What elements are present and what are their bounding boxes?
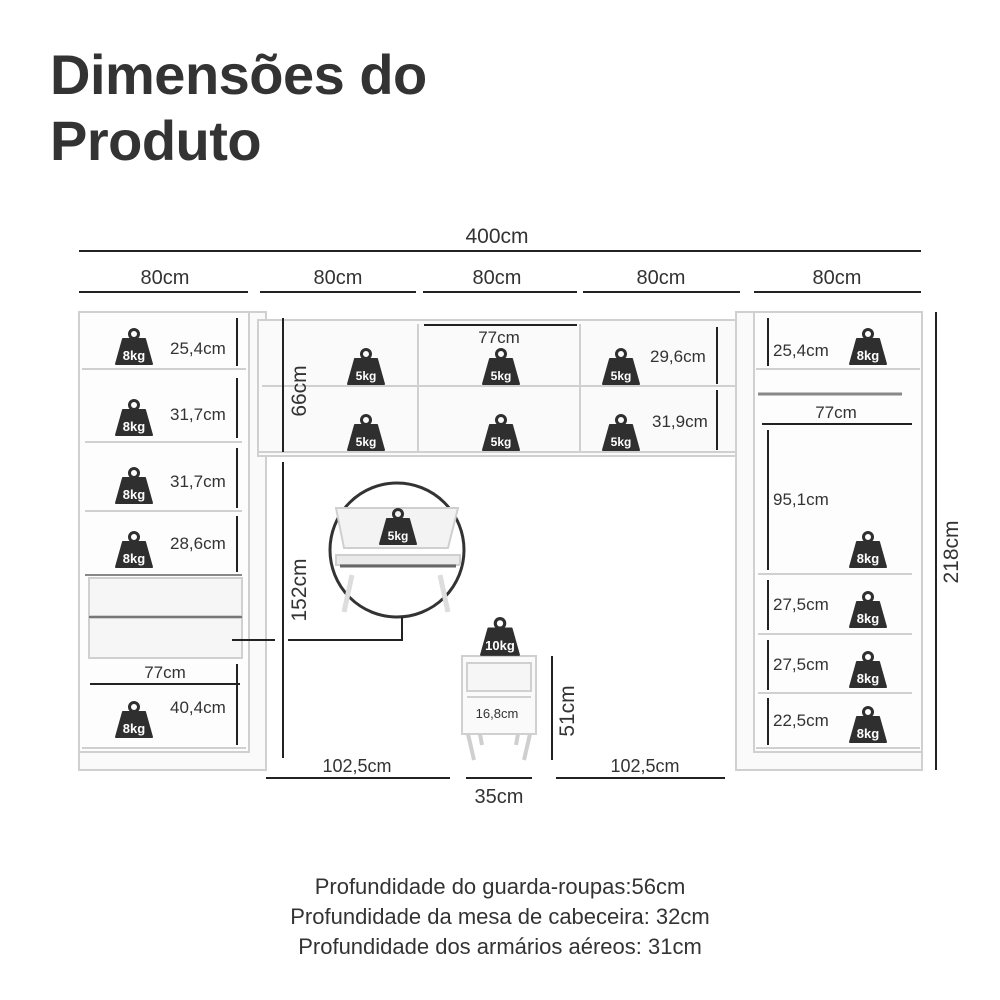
weight-icon: 5kg: [346, 414, 386, 452]
svg-text:5kg: 5kg: [356, 435, 377, 449]
label-module-width: 80cm: [637, 267, 686, 289]
label-right-shelf: 27,5cm: [773, 595, 829, 614]
left-drawer-top: [88, 577, 243, 617]
label-left-shelf: 31,7cm: [170, 472, 226, 491]
svg-text:8kg: 8kg: [857, 551, 879, 566]
svg-text:8kg: 8kg: [123, 487, 145, 502]
title-line-1: Dimensões do: [50, 43, 427, 106]
svg-text:5kg: 5kg: [611, 435, 632, 449]
label-left-bottom-width: 77cm: [144, 663, 186, 682]
depth-notes: Profundidade do guarda-roupas:56cm Profu…: [0, 872, 1000, 962]
label-aerial-height: 66cm: [288, 365, 311, 416]
label-nightstand-drawer: 16,8cm: [476, 706, 519, 721]
label-module-width: 80cm: [473, 267, 522, 289]
weight-icon: 5kg: [481, 414, 521, 452]
svg-text:8kg: 8kg: [857, 726, 879, 741]
svg-text:5kg: 5kg: [491, 435, 512, 449]
wardrobe-depth: Profundidade do guarda-roupas:56cm: [314, 874, 686, 899]
weight-icon: 8kg: [848, 531, 888, 569]
svg-text:5kg: 5kg: [388, 529, 409, 543]
label-side-gap-right: 102,5cm: [610, 756, 679, 776]
nightstand-depth: Profundidade da mesa de cabeceira: 32cm: [290, 904, 710, 929]
weight-icon: 8kg: [848, 651, 888, 689]
label-nightstand-width: 35cm: [475, 786, 524, 808]
label-total-width: 400cm: [465, 225, 528, 248]
weight-icon: 8kg: [114, 701, 154, 739]
label-module-width: 80cm: [141, 267, 190, 289]
svg-text:5kg: 5kg: [491, 369, 512, 383]
dimension-labels: 400cm 80cm 80cm 80cm 80cm 80cm 25,4cm 31…: [141, 225, 963, 808]
label-total-height: 218cm: [940, 520, 963, 583]
label-right-shelf: 22,5cm: [773, 711, 829, 730]
page-title: Dimensões do Produto: [50, 42, 427, 174]
weight-icon: 10kg: [479, 616, 521, 657]
weight-icon: 5kg: [346, 348, 386, 386]
label-left-bottom-height: 40,4cm: [170, 698, 226, 717]
label-gap-height: 152cm: [288, 558, 311, 621]
svg-text:5kg: 5kg: [356, 369, 377, 383]
aerial-depth: Profundidade dos armários aéreos: 31cm: [298, 934, 702, 959]
label-module-width: 80cm: [314, 267, 363, 289]
label-left-shelf: 28,6cm: [170, 534, 226, 553]
weight-icon: 5kg: [378, 508, 418, 546]
weight-icon: 8kg: [114, 467, 154, 505]
svg-text:8kg: 8kg: [123, 721, 145, 736]
label-right-rod-width: 77cm: [815, 403, 857, 422]
label-right-hanging: 95,1cm: [773, 490, 829, 509]
furniture: [78, 311, 923, 771]
label-aerial-shelf-bottom: 31,9cm: [652, 412, 708, 431]
label-module-width: 80cm: [813, 267, 862, 289]
left-drawer-bottom: [88, 617, 243, 659]
svg-text:8kg: 8kg: [123, 348, 145, 363]
svg-text:10kg: 10kg: [485, 638, 515, 653]
svg-text:8kg: 8kg: [857, 611, 879, 626]
label-right-top: 25,4cm: [773, 341, 829, 360]
svg-text:8kg: 8kg: [123, 419, 145, 434]
weight-icon: 8kg: [848, 706, 888, 744]
label-aerial-shelf-top: 29,6cm: [650, 347, 706, 366]
label-nightstand-height: 51cm: [556, 685, 579, 736]
label-left-shelf: 25,4cm: [170, 339, 226, 358]
weight-icon: 5kg: [601, 348, 641, 386]
dimension-lines: [79, 250, 937, 779]
weight-icon: 5kg: [601, 414, 641, 452]
svg-text:5kg: 5kg: [611, 369, 632, 383]
label-right-shelf: 27,5cm: [773, 655, 829, 674]
weight-icon: 8kg: [848, 591, 888, 629]
weight-icon: 8kg: [848, 328, 888, 366]
label-side-gap-left: 102,5cm: [322, 756, 391, 776]
label-aerial-inner-width: 77cm: [478, 328, 520, 347]
title-line-2: Produto: [50, 109, 262, 172]
weight-icon: 8kg: [114, 328, 154, 366]
weight-icon: 8kg: [114, 531, 154, 569]
weight-icon: 5kg: [481, 348, 521, 386]
svg-text:8kg: 8kg: [857, 348, 879, 363]
weight-icon: 8kg: [114, 399, 154, 437]
weight-icons: 8kg 8kg 8kg 8kg 8kg 5kg 5kg 5kg 5kg 5kg …: [114, 328, 888, 744]
svg-text:8kg: 8kg: [123, 551, 145, 566]
svg-text:8kg: 8kg: [857, 671, 879, 686]
label-left-shelf: 31,7cm: [170, 405, 226, 424]
